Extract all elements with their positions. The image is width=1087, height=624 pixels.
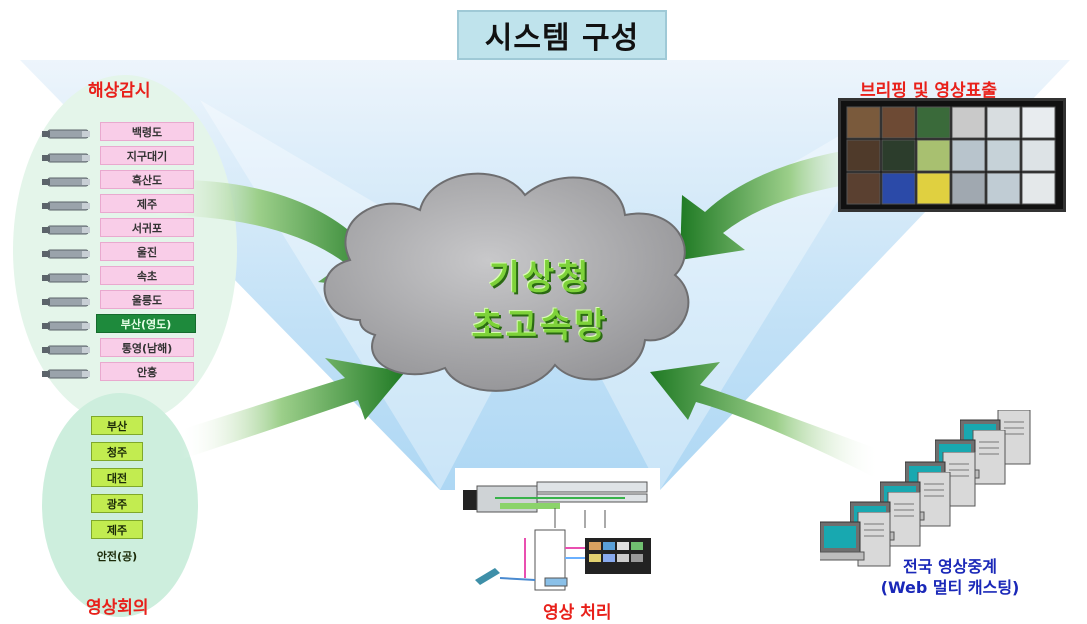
page-title: 시스템 구성 — [457, 10, 667, 60]
video-tile — [846, 139, 881, 172]
video-tile — [986, 172, 1021, 205]
video-tile — [1021, 172, 1056, 205]
monitoring-site-row: 울진 — [42, 242, 202, 262]
monitoring-site-row: 백령도 — [42, 122, 202, 142]
video-conference-label: 영상회의 — [86, 598, 149, 618]
arrow-icon — [150, 179, 390, 290]
video-tile — [1021, 106, 1056, 139]
camera-icon — [42, 317, 92, 331]
monitoring-site-label: 울릉도 — [100, 290, 194, 309]
video-tile — [846, 172, 881, 205]
marine-monitoring-label: 해상감시 — [88, 81, 151, 101]
monitoring-site-row: 부산(영도) — [42, 314, 202, 334]
monitoring-site-label: 서귀포 — [100, 218, 194, 237]
monitoring-site-row: 속초 — [42, 266, 202, 286]
camera-icon — [42, 269, 92, 283]
camera-icon — [42, 125, 92, 139]
camera-icon — [42, 365, 92, 379]
monitoring-site-label: 지구대기 — [100, 146, 194, 165]
briefing-label: 브리핑 및 영상표출 — [860, 81, 997, 101]
video-tile — [951, 106, 986, 139]
monitoring-site-label: 흑산도 — [100, 170, 194, 189]
arrow-icon — [650, 362, 880, 480]
video-tile — [916, 172, 951, 205]
video-wall-icon — [838, 98, 1066, 212]
video-tile — [916, 139, 951, 172]
monitoring-site-row: 흑산도 — [42, 170, 202, 190]
processing-equipment-icon — [455, 468, 660, 598]
cloud-title-line1: 기상청 — [488, 258, 592, 298]
camera-icon — [42, 149, 92, 163]
video-tile — [881, 106, 916, 139]
video-tile — [1021, 139, 1056, 172]
monitoring-site-label: 안흥 — [100, 362, 194, 381]
conference-site-label: 청주 — [91, 442, 143, 461]
camera-icon — [42, 341, 92, 355]
video-tile — [986, 106, 1021, 139]
conference-site-label: 부산 — [91, 416, 143, 435]
camera-icon — [42, 197, 92, 211]
cloud-network-icon — [323, 172, 690, 392]
video-tile — [881, 139, 916, 172]
video-tile — [986, 139, 1021, 172]
monitoring-site-row: 통영(남해) — [42, 338, 202, 358]
camera-icon — [42, 221, 92, 235]
video-processing-label: 영상 처리 — [543, 603, 612, 623]
monitoring-site-label: 속초 — [100, 266, 194, 285]
relay-label-line2: (Web 멀티 캐스팅) — [880, 578, 1020, 597]
monitoring-site-row: 울릉도 — [42, 290, 202, 310]
camera-icon — [42, 245, 92, 259]
video-tile — [916, 106, 951, 139]
conference-site-label: 안전(공) — [96, 549, 138, 563]
monitoring-site-label: 제주 — [100, 194, 194, 213]
cloud-title-line2: 초고속망 — [471, 306, 609, 346]
relay-label-line1: 전국 영상중계 — [903, 557, 997, 576]
monitoring-site-label: 울진 — [100, 242, 194, 261]
monitoring-site-label: 통영(남해) — [100, 338, 194, 357]
video-tile — [881, 172, 916, 205]
video-tile — [951, 139, 986, 172]
monitoring-site-row: 지구대기 — [42, 146, 202, 166]
conference-site-label: 광주 — [91, 494, 143, 513]
monitoring-site-row: 제주 — [42, 194, 202, 214]
monitoring-site-label: 부산(영도) — [96, 314, 196, 333]
video-tile — [951, 172, 986, 205]
monitoring-site-row: 안흥 — [42, 362, 202, 382]
monitoring-site-label: 백령도 — [100, 122, 194, 141]
video-tile — [846, 106, 881, 139]
camera-icon — [42, 293, 92, 307]
conference-site-label: 대전 — [91, 468, 143, 487]
conference-site-label: 제주 — [91, 520, 143, 539]
arrow-icon — [680, 145, 880, 260]
monitoring-site-row: 서귀포 — [42, 218, 202, 238]
camera-icon — [42, 173, 92, 187]
computer-workstation-icon — [815, 511, 900, 576]
arrow-icon — [180, 358, 405, 460]
